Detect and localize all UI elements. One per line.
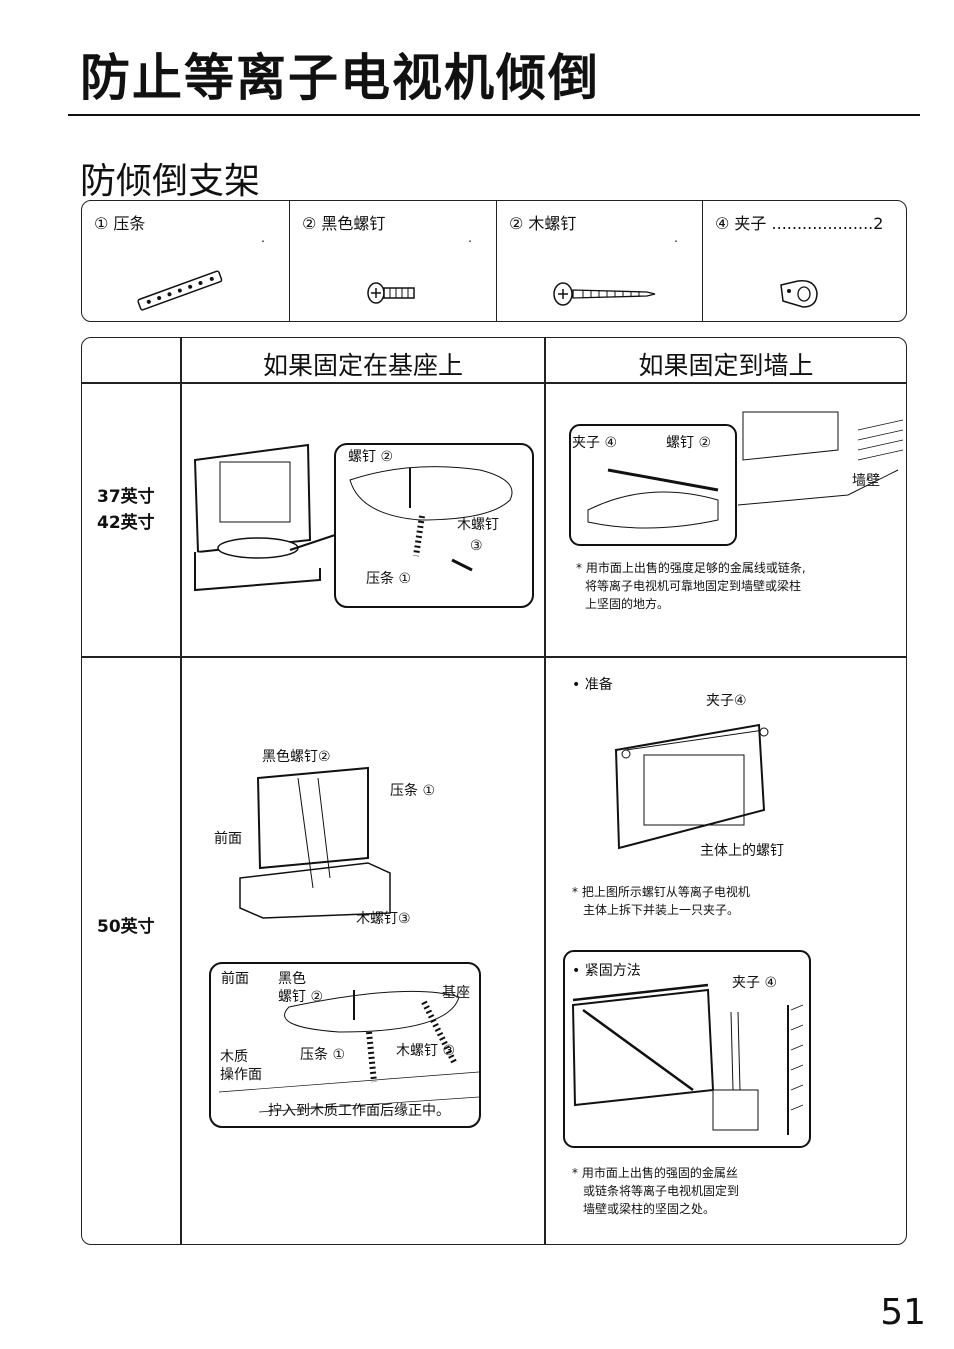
clip-icon bbox=[780, 280, 818, 308]
inset-label-wood1: 木质 bbox=[220, 1049, 248, 1065]
note-row1-2: 将等离子电视机可靠地固定到墙壁或梁柱 bbox=[585, 579, 802, 593]
part-clip: ④ 夹子 ....................2 bbox=[702, 201, 908, 321]
inset-label-black: 黑色 bbox=[278, 971, 306, 987]
strip-icon bbox=[137, 270, 223, 311]
label-clip: 夹子 ④ bbox=[572, 435, 618, 451]
part-black-screw: ② 黑色螺钉 . bbox=[289, 201, 496, 321]
label-black-screw: 黑色螺钉② bbox=[262, 749, 331, 765]
label-prep: • 准备 bbox=[572, 677, 613, 693]
section-title: 防倾倒支架 bbox=[80, 161, 261, 202]
inset-note: 拧入到木质工作面后缘正中。 bbox=[268, 1103, 450, 1119]
label-wall: 墙壁 bbox=[852, 473, 880, 489]
label-wood-screw-2: 木螺钉③ bbox=[356, 911, 411, 927]
tv-back-prep-illustration bbox=[614, 723, 769, 850]
label-wood-screw: 木螺钉 bbox=[457, 517, 499, 533]
page-title: 防止等离子电视机倾倒 bbox=[80, 49, 600, 107]
label-screw2: 螺钉 ② bbox=[666, 435, 712, 451]
parts-table: ① 压条 . ② 黑色螺钉 . ② 木螺钉 . ④ 夹子 ........... bbox=[81, 200, 907, 322]
note-row1-3: 上坚固的地方。 bbox=[585, 597, 670, 611]
tv-on-base-illustration-50 bbox=[239, 766, 391, 919]
part-label: ① 压条 bbox=[94, 214, 146, 233]
label-num3: ③ bbox=[470, 538, 483, 554]
tv-wall-illustration-37-42 bbox=[569, 411, 904, 546]
label-clip-prep: 夹子④ bbox=[706, 693, 747, 709]
inset-label-base: 基座 bbox=[442, 985, 470, 1001]
inset-label-front: 前面 bbox=[221, 971, 249, 987]
fix-method-inset-illustration bbox=[563, 950, 811, 1148]
note-row1-1: * 用市面上出售的强度足够的金属线或链条, bbox=[576, 561, 806, 575]
wood-screw-icon bbox=[553, 282, 656, 306]
label-front: 前面 bbox=[214, 831, 242, 847]
header-wall: 如果固定到墙上 bbox=[638, 351, 814, 380]
label-strip: 压条 ① bbox=[366, 571, 412, 587]
inset-label-wood2: 操作面 bbox=[220, 1067, 262, 1083]
fix-note-2: 或链条将等离子电视机固定到 bbox=[583, 1184, 740, 1198]
page-number: 51 bbox=[880, 1292, 926, 1333]
inset-label-screw: 螺钉 ② bbox=[278, 989, 324, 1005]
part-strip: ① 压条 . bbox=[82, 201, 289, 321]
fix-note-1: * 用市面上出售的强固的金属丝 bbox=[572, 1166, 738, 1180]
base-inset-illustration bbox=[209, 962, 481, 1128]
label-strip-2: 压条 ① bbox=[390, 783, 436, 799]
prep-note-1: * 把上图所示螺钉从等离子电视机 bbox=[572, 885, 750, 899]
inset-label-wood-screw: 木螺钉 ③ bbox=[396, 1043, 456, 1059]
title-rule bbox=[68, 114, 920, 116]
label-screw: 螺钉 ② bbox=[348, 449, 394, 465]
label-body-screw: 主体上的螺钉 bbox=[700, 843, 784, 859]
installation-grid: 如果固定在基座上 如果固定到墙上 37英寸 42英寸 50英寸 bbox=[81, 337, 907, 1245]
label-fix-clip: 夹子 ④ bbox=[732, 975, 778, 991]
fix-note-3: 墙壁或梁柱的坚固之处。 bbox=[583, 1202, 716, 1216]
header-base: 如果固定在基座上 bbox=[262, 351, 463, 380]
size-label-37-42: 37英寸 42英寸 bbox=[97, 487, 155, 533]
part-wood-screw: ② 木螺钉 . bbox=[496, 201, 702, 321]
size-label-50: 50英寸 bbox=[97, 917, 155, 937]
inset-label-strip: 压条 ① bbox=[300, 1047, 346, 1063]
black-screw-icon bbox=[367, 282, 415, 304]
label-fix: • 紧固方法 bbox=[572, 963, 641, 979]
prep-note-2: 主体上拆下并装上一只夹子。 bbox=[583, 903, 740, 917]
tv-on-base-illustration-37-42 bbox=[193, 443, 534, 608]
